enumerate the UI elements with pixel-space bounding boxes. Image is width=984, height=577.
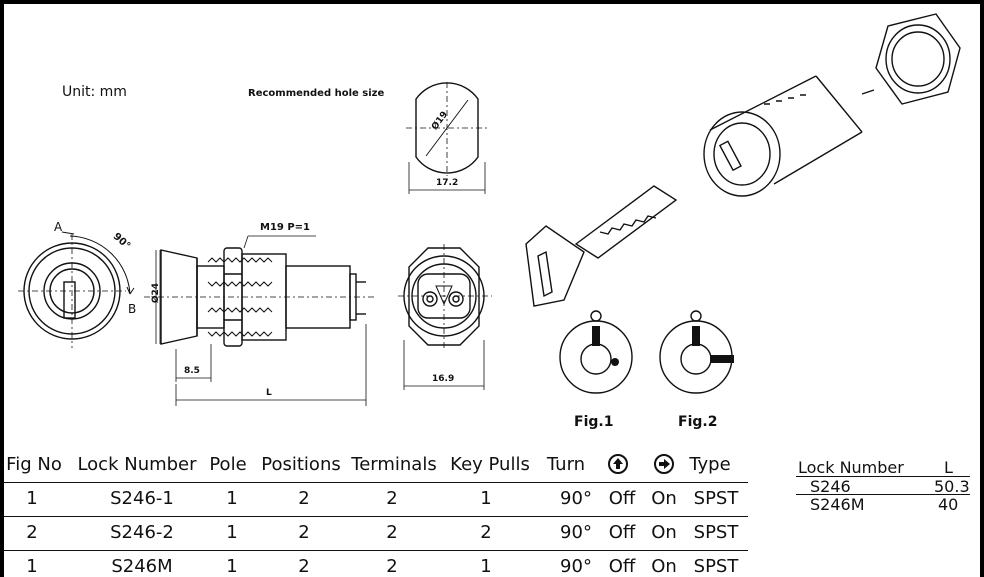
cell-length: 50.3 xyxy=(934,477,970,496)
spec-rule xyxy=(4,516,748,517)
cell-key-pulls: 1 xyxy=(480,488,492,509)
cell-fig: 1 xyxy=(26,488,38,509)
cell-fig1-state: Off xyxy=(608,556,636,577)
cell-type: SPST xyxy=(693,488,739,509)
cell-lock: S246-1 xyxy=(110,488,174,509)
cell-pole: 1 xyxy=(226,488,238,509)
fig1-label: Fig.1 xyxy=(574,414,614,430)
cell-type: SPST xyxy=(693,522,739,543)
hole-outline xyxy=(406,82,488,194)
cell-pole: 1 xyxy=(226,522,238,543)
dim169-label: 16.9 xyxy=(432,374,455,384)
fig2-diagram xyxy=(659,310,734,394)
cell-terminals: 2 xyxy=(386,488,398,509)
length-rule xyxy=(796,494,970,495)
cell-key-pulls: 1 xyxy=(480,556,492,577)
cell-fig: 1 xyxy=(26,556,38,577)
lock-body-illustration xyxy=(703,75,875,197)
length-header-lock: Lock Number xyxy=(798,458,904,477)
cell-type: SPST xyxy=(693,556,739,577)
cell-fig2-state: On xyxy=(651,488,677,509)
position-a-label: A xyxy=(54,220,63,234)
cell-lock: S246-2 xyxy=(110,522,174,543)
cell-length: 40 xyxy=(938,495,959,514)
spec-rule xyxy=(4,550,748,551)
table-row: S246M 40 xyxy=(796,495,970,514)
table-row: S246 50.3 xyxy=(796,477,970,496)
up-arrow-circle-icon xyxy=(607,453,629,480)
dimL-label: L xyxy=(266,388,272,398)
header-pole: Pole xyxy=(209,454,247,475)
front-view xyxy=(18,231,135,348)
header-type: Type xyxy=(689,454,731,475)
cell-turn: 90° xyxy=(560,488,592,509)
table-row: 1 S246M 1 2 2 1 90° Off On SPST xyxy=(4,550,740,577)
spec-header-row: Fig No Lock Number Pole Positions Termin… xyxy=(4,448,740,482)
width172-label: 17.2 xyxy=(436,178,459,188)
fig1-diagram xyxy=(559,310,633,394)
header-key-pulls: Key Pulls xyxy=(450,454,530,475)
cell-lock: S246M xyxy=(111,556,173,577)
cell-turn: 90° xyxy=(560,522,592,543)
recommended-hole-label: Recommended hole size xyxy=(248,88,385,99)
header-fig-no: Fig No xyxy=(6,454,62,475)
cell-key-pulls: 2 xyxy=(480,522,492,543)
rear-view xyxy=(398,244,492,390)
cell-positions: 2 xyxy=(298,556,310,577)
table-row: 1 S246-1 1 2 2 1 90° Off On SPST xyxy=(4,482,740,516)
cell-terminals: 2 xyxy=(386,556,398,577)
key-illustration xyxy=(525,185,678,307)
header-positions: Positions xyxy=(261,454,341,475)
cell-turn: 90° xyxy=(560,556,592,577)
cell-fig2-state: On xyxy=(651,522,677,543)
unit-label: Unit: mm xyxy=(62,84,127,100)
length-header-row: Lock Number L xyxy=(796,458,970,477)
hex-nut-illustration xyxy=(875,13,961,105)
spec-rule xyxy=(4,482,748,483)
cell-fig2-state: On xyxy=(651,556,677,577)
cell-terminals: 2 xyxy=(386,522,398,543)
cell-lock: S246M xyxy=(810,495,865,514)
length-header-l: L xyxy=(944,458,953,477)
length-rule xyxy=(796,476,970,477)
header-lock-number: Lock Number xyxy=(77,454,197,475)
position-b-label: B xyxy=(128,302,137,316)
fig2-label: Fig.2 xyxy=(678,414,718,430)
dim85-label: 8.5 xyxy=(184,366,200,376)
header-terminals: Terminals xyxy=(351,454,437,475)
thread-label: M19 P=1 xyxy=(260,222,311,233)
dia24-label: Ø24 xyxy=(151,282,162,304)
technical-drawing xyxy=(18,13,961,406)
cell-positions: 2 xyxy=(298,522,310,543)
side-view xyxy=(144,235,376,406)
cell-lock: S246 xyxy=(810,477,851,496)
drawing-sheet: Unit: mm Recommended hole size Fig.1 Fig… xyxy=(4,4,980,577)
right-arrow-circle-icon xyxy=(653,453,675,480)
cell-pole: 1 xyxy=(226,556,238,577)
cell-fig1-state: Off xyxy=(608,522,636,543)
table-row: 2 S246-2 1 2 2 2 90° Off On SPST xyxy=(4,516,740,550)
cell-fig: 2 xyxy=(26,522,38,543)
header-turn: Turn xyxy=(546,454,586,475)
cell-positions: 2 xyxy=(298,488,310,509)
cell-fig1-state: Off xyxy=(608,488,636,509)
